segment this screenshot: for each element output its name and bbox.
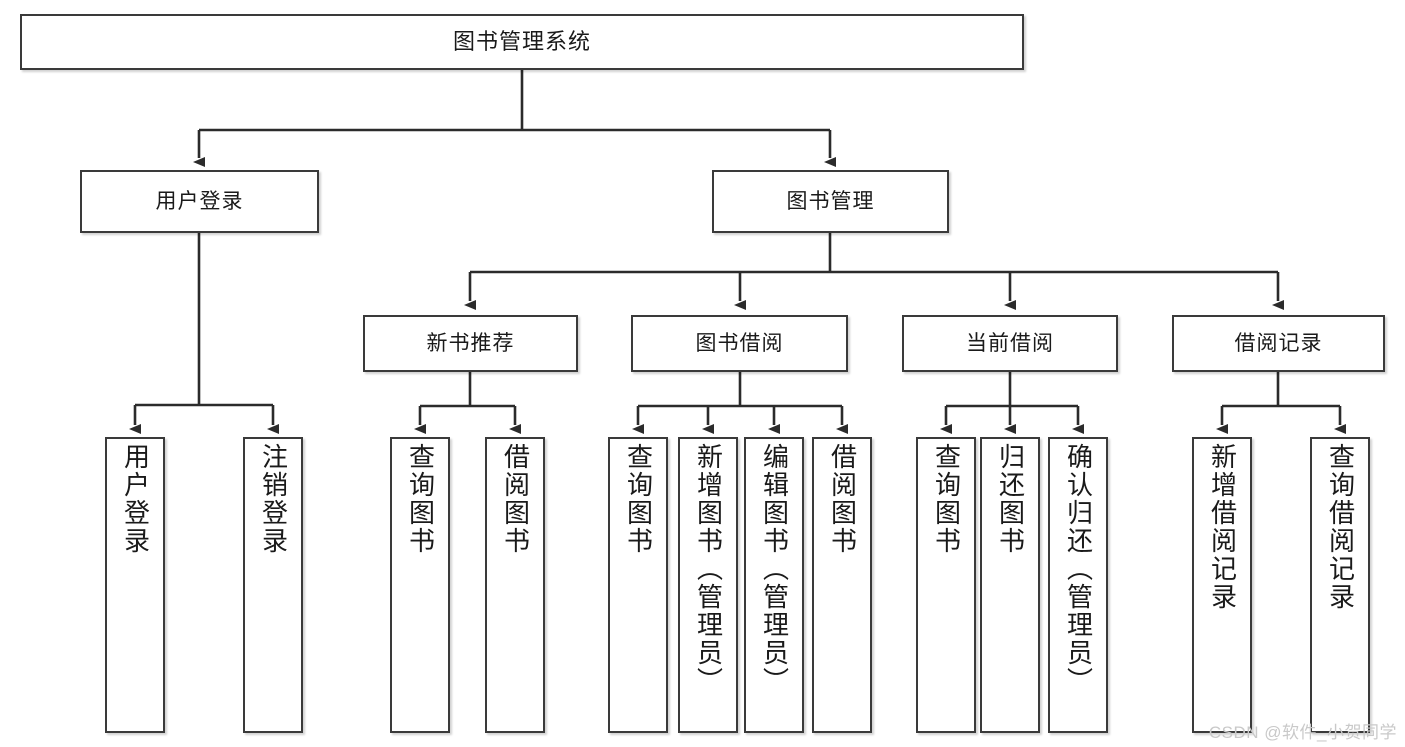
- node-label: 确认归还（管理员）: [1063, 443, 1094, 695]
- node-label: 新书推荐: [426, 331, 515, 355]
- leaf-query-book-rec[interactable]: 查询图书: [390, 437, 450, 733]
- node-label: 图书管理: [786, 189, 875, 213]
- node-label: 查询借阅记录: [1325, 443, 1356, 611]
- leaf-confirm-return[interactable]: 确认归还（管理员）: [1048, 437, 1108, 733]
- node-label: 当前借阅: [966, 331, 1054, 355]
- node-label: 查询图书: [405, 443, 436, 555]
- node-user-login[interactable]: 用户登录: [80, 170, 319, 233]
- node-label: 编辑图书（管理员）: [759, 443, 790, 695]
- node-label: 借阅图书: [827, 443, 858, 555]
- node-label: 新增图书（管理员）: [693, 443, 724, 695]
- leaf-return-book[interactable]: 归还图书: [980, 437, 1040, 733]
- node-label: 新增借阅记录: [1207, 443, 1238, 611]
- leaf-edit-book[interactable]: 编辑图书（管理员）: [744, 437, 804, 733]
- node-label: 用户登录: [155, 189, 244, 213]
- node-new-book-recommend[interactable]: 新书推荐: [363, 315, 578, 372]
- node-label: 借阅图书: [500, 443, 531, 555]
- leaf-user-login[interactable]: 用户登录: [105, 437, 165, 733]
- node-label: 借阅记录: [1234, 331, 1323, 355]
- leaf-user-logout[interactable]: 注销登录: [243, 437, 303, 733]
- node-borrow-record[interactable]: 借阅记录: [1172, 315, 1385, 372]
- node-book-borrow[interactable]: 图书借阅: [631, 315, 848, 372]
- node-label: 用户登录: [120, 443, 151, 555]
- node-label: 注销登录: [258, 443, 289, 555]
- node-current-borrow[interactable]: 当前借阅: [902, 315, 1118, 372]
- node-label: 归还图书: [995, 443, 1026, 555]
- node-label: 图书借阅: [695, 331, 784, 355]
- leaf-query-borrow-record[interactable]: 查询借阅记录: [1310, 437, 1370, 733]
- node-label: 图书管理系统: [452, 28, 591, 54]
- leaf-query-book-current[interactable]: 查询图书: [916, 437, 976, 733]
- leaf-query-book-borrow[interactable]: 查询图书: [608, 437, 668, 733]
- leaf-borrow-book-rec[interactable]: 借阅图书: [485, 437, 545, 733]
- node-book-manage[interactable]: 图书管理: [712, 170, 949, 233]
- leaf-add-borrow-record[interactable]: 新增借阅记录: [1192, 437, 1252, 733]
- watermark: CSDN @软件_小贺同学: [1208, 723, 1397, 742]
- node-root-system[interactable]: 图书管理系统: [20, 14, 1024, 70]
- node-label: 查询图书: [931, 443, 962, 555]
- leaf-borrow-book[interactable]: 借阅图书: [812, 437, 872, 733]
- node-label: 查询图书: [623, 443, 654, 555]
- leaf-add-book[interactable]: 新增图书（管理员）: [678, 437, 738, 733]
